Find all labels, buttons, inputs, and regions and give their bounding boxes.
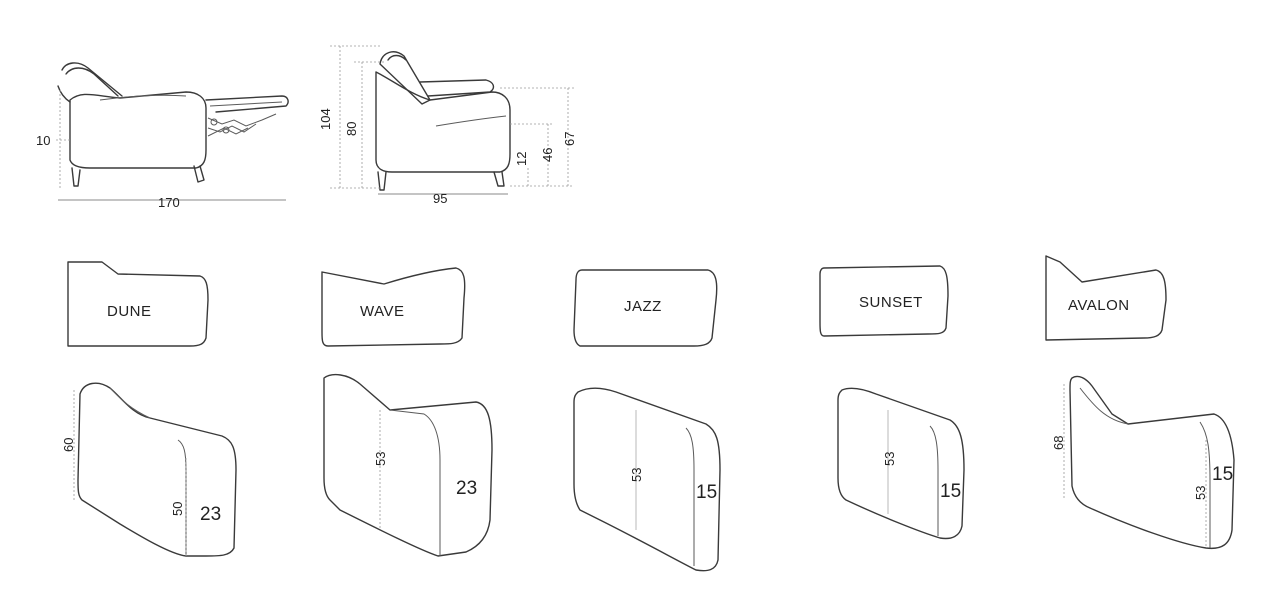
armrest-profile-dune	[67, 261, 209, 347]
armrest-name-avalon: AVALON	[1068, 297, 1130, 314]
upright-back-height-dim: 80	[344, 122, 359, 136]
reclined-height-dim: 10	[36, 133, 50, 148]
sunset-width-dim: 15	[940, 481, 961, 502]
dune-inner-height-dim: 50	[170, 502, 185, 516]
armrest-profile-sunset	[819, 265, 949, 337]
upright-total-height-dim: 104	[318, 108, 333, 130]
reclined-side-view	[56, 62, 289, 201]
armrest-name-dune: DUNE	[107, 303, 152, 320]
armrest-3d-wave	[323, 373, 493, 557]
armrest-profile-avalon	[1045, 255, 1167, 341]
armrest-profile-wave	[321, 267, 466, 347]
upright-depth-dim: 95	[433, 191, 447, 206]
wave-height-dim: 53	[373, 452, 388, 466]
armrest-3d-dune	[73, 382, 237, 557]
dune-height-dim: 60	[61, 438, 76, 452]
reclined-length-dim: 170	[158, 195, 180, 210]
avalon-width-dim: 15	[1212, 464, 1233, 485]
upright-leg-height-dim: 12	[514, 152, 529, 166]
armrest-name-sunset: SUNSET	[859, 294, 923, 311]
upright-arm-height-dim: 67	[562, 132, 577, 146]
armrest-profile-jazz	[573, 269, 718, 347]
armrest-3d-jazz	[573, 387, 721, 572]
armrest-name-wave: WAVE	[360, 303, 405, 320]
armrest-name-jazz: JAZZ	[624, 298, 662, 315]
jazz-height-dim: 53	[629, 468, 644, 482]
upright-side-view	[330, 45, 574, 195]
upright-seat-height-dim: 46	[540, 148, 555, 162]
avalon-inner-height-dim: 53	[1193, 486, 1208, 500]
jazz-width-dim: 15	[696, 482, 717, 503]
sunset-height-dim: 53	[882, 452, 897, 466]
wave-width-dim: 23	[456, 478, 477, 499]
dune-width-dim: 23	[200, 504, 221, 525]
avalon-height-dim: 68	[1051, 436, 1066, 450]
armrest-3d-avalon	[1063, 375, 1235, 550]
armrest-3d-sunset	[837, 387, 965, 540]
